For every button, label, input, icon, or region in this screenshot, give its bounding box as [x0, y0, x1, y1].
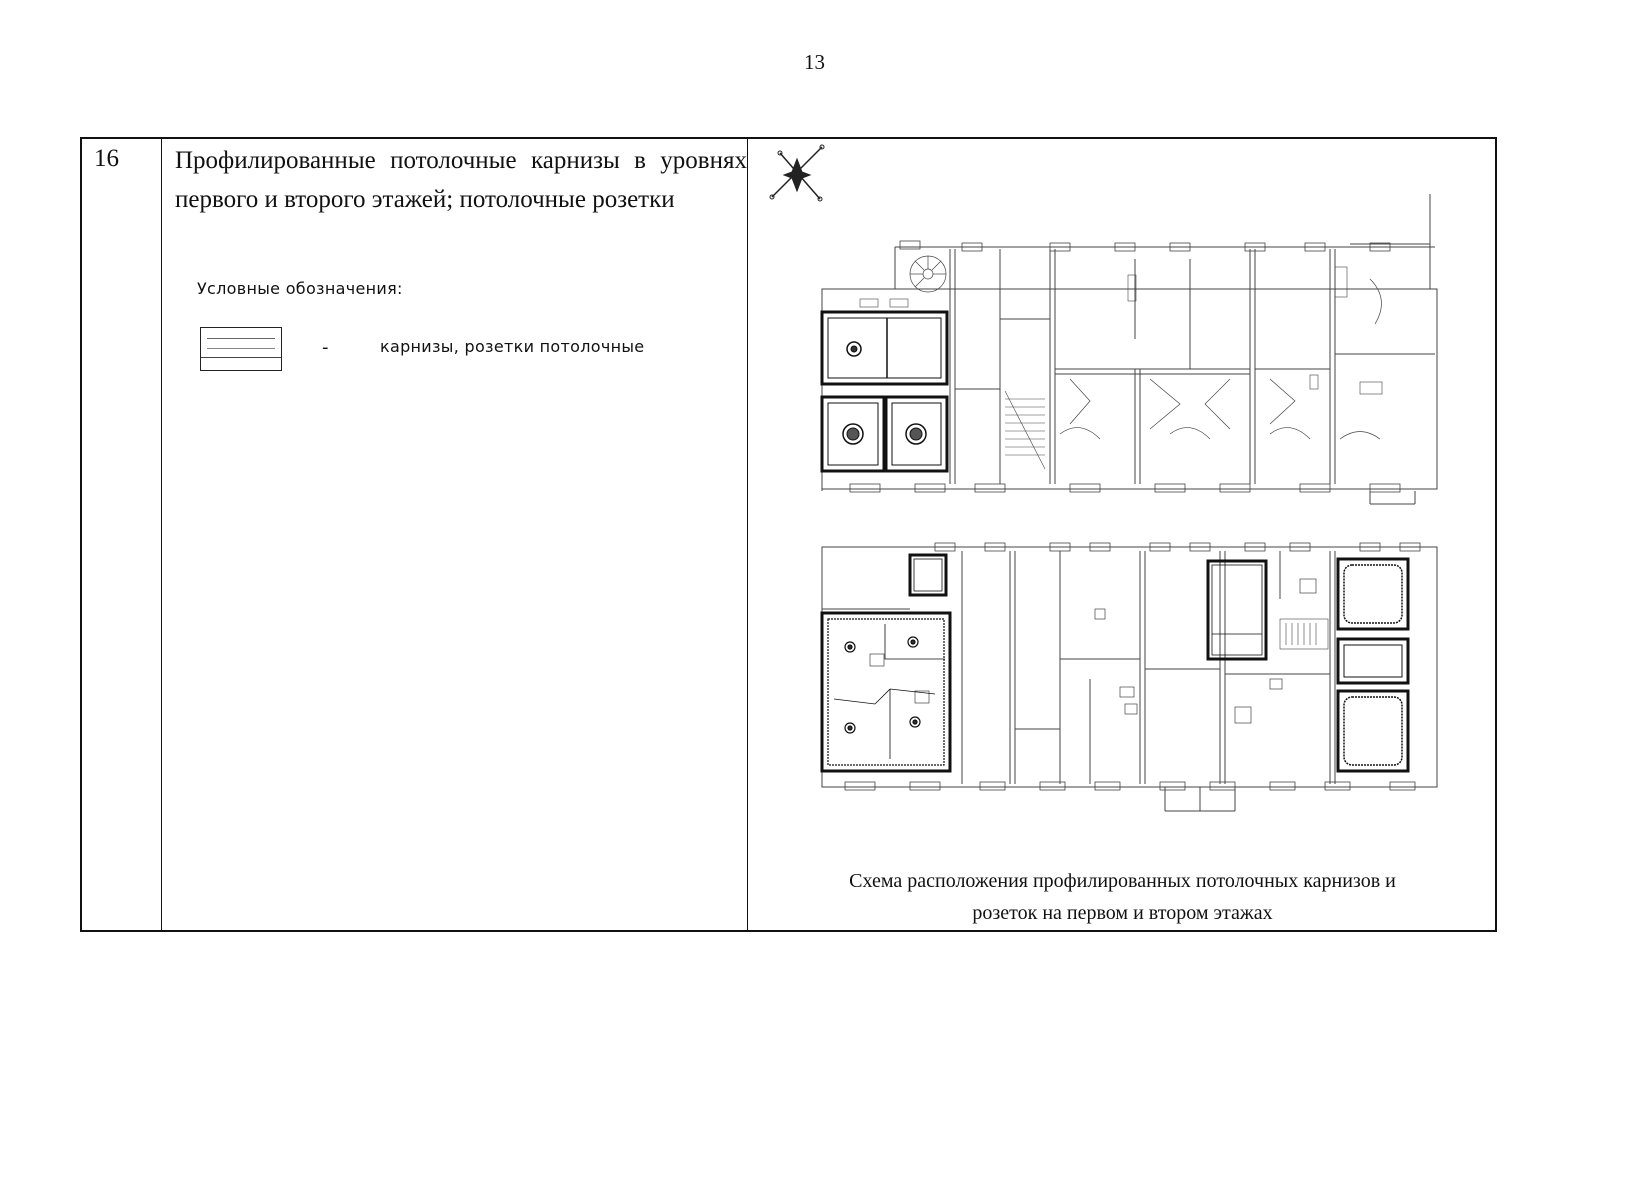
caption-line-1: Схема расположения профилированных потол… — [849, 870, 1396, 892]
second-floor-plan — [820, 542, 1438, 812]
legend-dash: - — [322, 337, 329, 358]
figure-caption: Схема расположения профилированных потол… — [750, 865, 1495, 929]
row-number: 16 — [94, 145, 119, 172]
document-table: 16 Профилированные потолочные карнизы в … — [80, 137, 1497, 932]
legend-heading: Условные обозначения: — [197, 279, 403, 298]
compass-rose-icon — [769, 144, 825, 202]
column-divider-1 — [161, 139, 162, 930]
ceiling-rosette-icon — [842, 341, 927, 445]
first-floor-plan — [820, 194, 1438, 505]
legend-cornice-swatch — [200, 327, 282, 371]
spiral-stair-icon — [909, 255, 947, 293]
legend-item-label: карнизы, розетки потолочные — [380, 337, 645, 356]
page-number: 13 — [804, 50, 825, 74]
floor-plans-figure — [769, 144, 1438, 812]
caption-line-2: розеток на первом и втором этажах — [972, 902, 1273, 924]
column-divider-2 — [747, 139, 748, 930]
item-title: Профилированные потолочные карнизы в уро… — [175, 147, 747, 213]
